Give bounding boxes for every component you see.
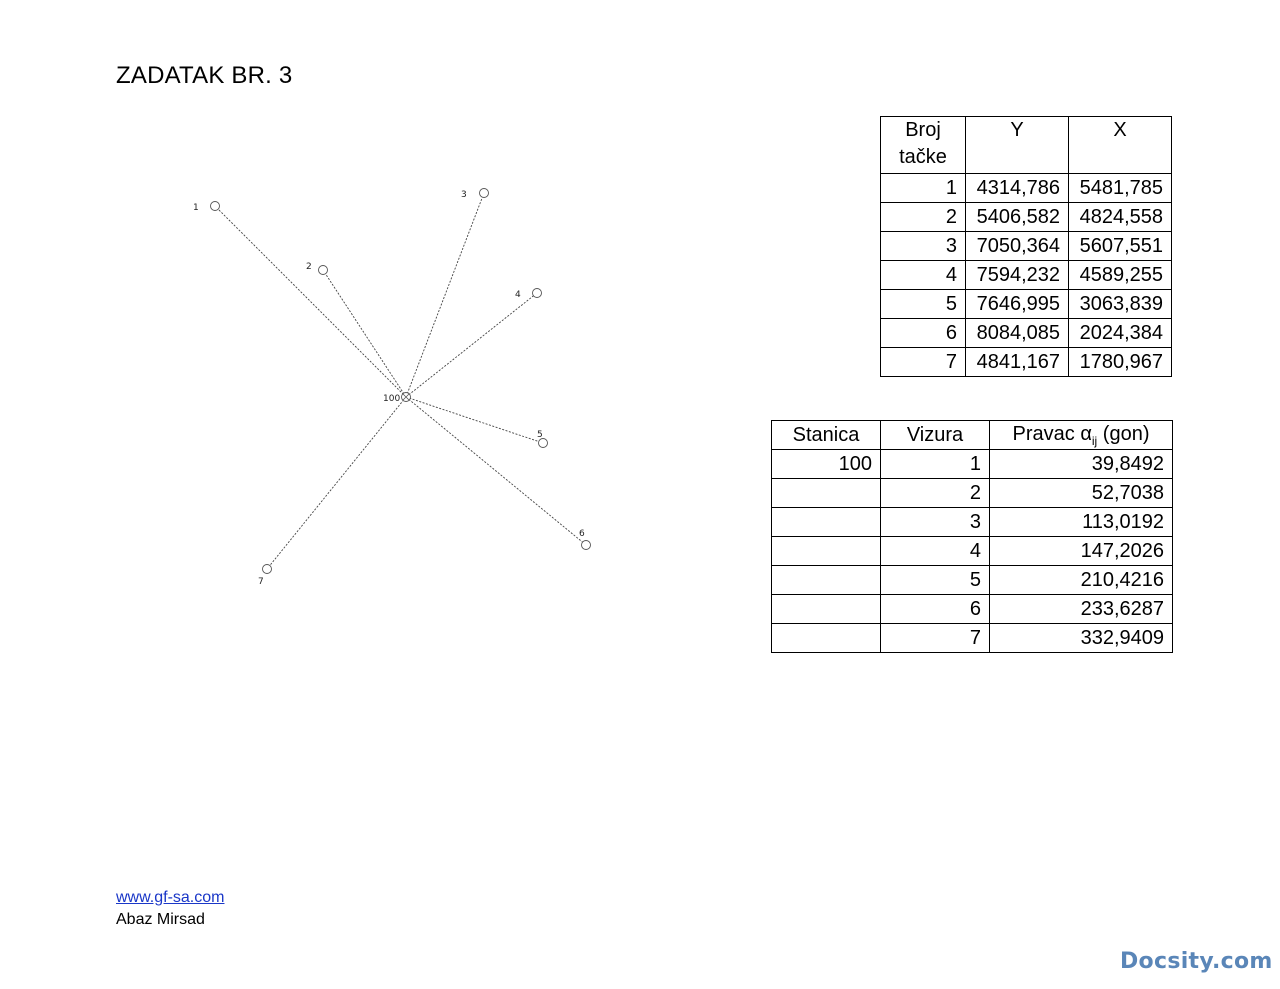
- point-label-6: 6: [579, 529, 585, 539]
- network-diagram: 1 2 3 4 5 6 7 100: [193, 188, 591, 587]
- point-label-2: 2: [306, 262, 312, 272]
- point-marker-6: [581, 540, 591, 550]
- coord-x: 3063,839: [1068, 289, 1172, 319]
- coord-y: 7594,232: [965, 260, 1069, 290]
- sight-cell: 5: [880, 565, 990, 595]
- coord-y: 8084,085: [965, 318, 1069, 348]
- header-point-number: Broj tačke: [880, 116, 966, 174]
- table-row: 5 7646,995 3063,839: [880, 289, 1172, 319]
- table-row: 6 8084,085 2024,384: [880, 318, 1172, 348]
- header-direction: Pravac αij (gon): [989, 420, 1173, 450]
- table-header-row: Stanica Vizura Pravac αij (gon): [771, 420, 1173, 450]
- direction-cell: 113,0192: [989, 507, 1173, 537]
- point-number: 1: [880, 173, 966, 203]
- station-cell: [771, 536, 881, 566]
- sight-cell: 4: [880, 536, 990, 566]
- sight-line-4: [405, 292, 538, 398]
- coord-y: 7646,995: [965, 289, 1069, 319]
- direction-cell: 233,6287: [989, 594, 1173, 624]
- website-link[interactable]: www.gf-sa.com: [116, 889, 225, 906]
- direction-cell: 52,7038: [989, 478, 1173, 508]
- coord-y: 7050,364: [965, 231, 1069, 261]
- coord-y: 4841,167: [965, 347, 1069, 377]
- point-marker-2: [318, 265, 328, 275]
- sight-cell: 1: [880, 449, 990, 479]
- station-cell: [771, 507, 881, 537]
- direction-cell: 210,4216: [989, 565, 1173, 595]
- station-cell: 100: [771, 449, 881, 479]
- station-label: 100: [383, 394, 400, 404]
- point-marker-5: [538, 438, 548, 448]
- table-header-row: Broj tačke Y X: [880, 116, 1172, 174]
- table-row: 2 52,7038: [771, 478, 1173, 508]
- sight-cell: 7: [880, 623, 990, 653]
- point-number: 2: [880, 202, 966, 232]
- header-station: Stanica: [771, 420, 881, 450]
- sight-cell: 6: [880, 594, 990, 624]
- sight-line-1: [214, 205, 407, 398]
- sight-line-7: [266, 396, 407, 570]
- coordinates-table: Broj tačke Y X 1 4314,786 5481,785 2 540…: [880, 116, 1172, 377]
- header-y: Y: [965, 116, 1069, 174]
- sight-line-6: [405, 396, 587, 546]
- coord-y: 4314,786: [965, 173, 1069, 203]
- point-label-1: 1: [193, 203, 199, 213]
- point-label-3: 3: [461, 190, 467, 200]
- coord-x: 5481,785: [1068, 173, 1172, 203]
- sight-line-3: [405, 192, 485, 398]
- station-cell: [771, 565, 881, 595]
- table-row: 6 233,6287: [771, 594, 1173, 624]
- point-number: 4: [880, 260, 966, 290]
- point-label-7: 7: [258, 577, 264, 587]
- coord-x: 4589,255: [1068, 260, 1172, 290]
- coord-x: 1780,967: [1068, 347, 1172, 377]
- table-row: 7 332,9409: [771, 623, 1173, 653]
- point-number: 5: [880, 289, 966, 319]
- coord-y: 5406,582: [965, 202, 1069, 232]
- point-marker-3: [479, 188, 489, 198]
- table-row: 4 147,2026: [771, 536, 1173, 566]
- docsity-watermark: Docsity.com: [1120, 949, 1273, 974]
- table-row: 7 4841,167 1780,967: [880, 347, 1172, 377]
- direction-cell: 147,2026: [989, 536, 1173, 566]
- sight-cell: 3: [880, 507, 990, 537]
- station-cell: [771, 478, 881, 508]
- table-row: 3 7050,364 5607,551: [880, 231, 1172, 261]
- point-marker-1: [210, 201, 220, 211]
- table-row: 2 5406,582 4824,558: [880, 202, 1172, 232]
- direction-cell: 39,8492: [989, 449, 1173, 479]
- point-number: 3: [880, 231, 966, 261]
- observations-table: Stanica Vizura Pravac αij (gon) 100 1 39…: [771, 420, 1173, 653]
- sight-line-5: [405, 396, 544, 444]
- point-marker-4: [532, 288, 542, 298]
- coord-x: 5607,551: [1068, 231, 1172, 261]
- point-number: 6: [880, 318, 966, 348]
- coord-x: 4824,558: [1068, 202, 1172, 232]
- page-title: ZADATAK BR. 3: [116, 62, 293, 89]
- table-row: 3 113,0192: [771, 507, 1173, 537]
- sight-line-2: [322, 269, 407, 398]
- direction-cell: 332,9409: [989, 623, 1173, 653]
- header-x: X: [1068, 116, 1172, 174]
- coord-x: 2024,384: [1068, 318, 1172, 348]
- table-row: 4 7594,232 4589,255: [880, 260, 1172, 290]
- station-cell: [771, 594, 881, 624]
- table-row: 1 4314,786 5481,785: [880, 173, 1172, 203]
- station-cell: [771, 623, 881, 653]
- sight-cell: 2: [880, 478, 990, 508]
- point-number: 7: [880, 347, 966, 377]
- author-name: Abaz Mirsad: [116, 911, 205, 928]
- point-label-4: 4: [515, 290, 521, 300]
- header-sight: Vizura: [880, 420, 990, 450]
- table-row: 5 210,4216: [771, 565, 1173, 595]
- point-marker-7: [262, 564, 272, 574]
- table-row: 100 1 39,8492: [771, 449, 1173, 479]
- point-label-5: 5: [537, 430, 543, 440]
